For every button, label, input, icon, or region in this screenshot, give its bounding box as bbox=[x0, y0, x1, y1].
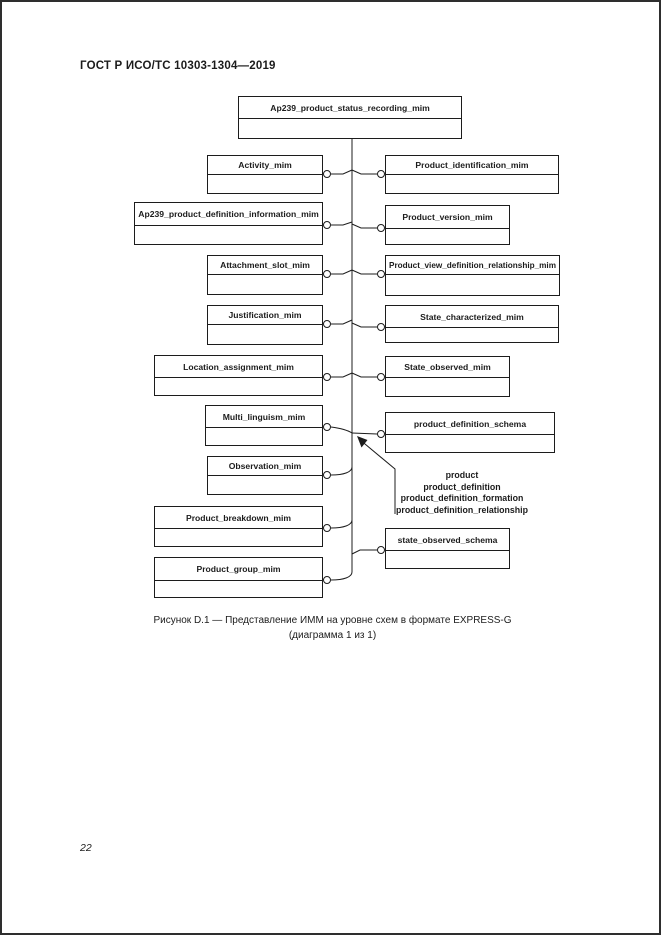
box-body bbox=[155, 378, 322, 395]
box-body bbox=[386, 435, 554, 452]
box-attachment-slot-mim: Attachment_slot_mim bbox=[207, 255, 323, 295]
box-title: Product_group_mim bbox=[155, 558, 322, 581]
box-product-definition-schema: product_definition_schema bbox=[385, 412, 555, 453]
box-title: Activity_mim bbox=[208, 156, 322, 175]
box-activity-mim: Activity_mim bbox=[207, 155, 323, 194]
box-body bbox=[155, 581, 322, 597]
page-number: 22 bbox=[80, 842, 92, 854]
box-body bbox=[386, 275, 559, 295]
annotation-line: product_definition_relationship bbox=[396, 504, 528, 515]
box-body bbox=[386, 378, 509, 396]
box-product-group-mim: Product_group_mim bbox=[154, 557, 323, 598]
box-title: Location_assignment_mim bbox=[155, 356, 322, 378]
box-title: Product_view_definition_relationship_mim bbox=[386, 256, 559, 275]
box-body bbox=[386, 551, 509, 568]
box-multi-linguism-mim: Multi_linguism_mim bbox=[205, 405, 323, 446]
box-title: Ap239_product_definition_information_mim bbox=[135, 203, 322, 226]
box-title: Product_identification_mim bbox=[386, 156, 558, 175]
box-title: state_observed_schema bbox=[386, 529, 509, 551]
box-product-version-mim: Product_version_mim bbox=[385, 205, 510, 245]
box-title: State_observed_mim bbox=[386, 357, 509, 378]
box-body bbox=[239, 119, 461, 138]
box-body bbox=[386, 175, 558, 193]
box-title: Observation_mim bbox=[208, 457, 322, 476]
box-title: Product_breakdown_mim bbox=[155, 507, 322, 529]
box-title: Attachment_slot_mim bbox=[208, 256, 322, 275]
document-header: ГОСТ Р ИСО/ТС 10303-1304—2019 bbox=[80, 60, 276, 72]
box-title: Product_version_mim bbox=[386, 206, 509, 229]
box-body bbox=[206, 428, 322, 445]
schema-annotation-list: product product_definition product_defin… bbox=[387, 470, 537, 516]
annotation-line: product_definition_formation bbox=[400, 493, 524, 503]
annotation-line: product bbox=[445, 470, 479, 480]
box-location-assignment-mim: Location_assignment_mim bbox=[154, 355, 323, 396]
box-body bbox=[155, 529, 322, 546]
box-state-characterized-mim: State_characterized_mim bbox=[385, 305, 559, 343]
box-ap239-product-definition-information-mim: Ap239_product_definition_information_mim bbox=[134, 202, 323, 245]
box-product-identification-mim: Product_identification_mim bbox=[385, 155, 559, 194]
box-title: State_characterized_mim bbox=[386, 306, 558, 328]
box-body bbox=[208, 476, 322, 494]
box-body bbox=[208, 175, 322, 193]
box-title: Justification_mim bbox=[208, 306, 322, 325]
box-body bbox=[208, 325, 322, 344]
box-title: product_definition_schema bbox=[386, 413, 554, 435]
box-ap239-product-status-recording-mim: Ap239_product_status_recording_mim bbox=[238, 96, 462, 139]
box-product-view-definition-relationship-mim: Product_view_definition_relationship_mim bbox=[385, 255, 560, 296]
box-state-observed-mim: State_observed_mim bbox=[385, 356, 510, 397]
figure-caption-line1: Рисунок D.1 — Представление ИММ на уровн… bbox=[153, 615, 512, 626]
leader-arrowhead-icon bbox=[357, 436, 368, 448]
box-title: Ap239_product_status_recording_mim bbox=[239, 97, 461, 119]
box-justification-mim: Justification_mim bbox=[207, 305, 323, 345]
box-body bbox=[135, 226, 322, 244]
figure-caption-line2: (диаграмма 1 из 1) bbox=[288, 629, 377, 641]
box-state-observed-schema: state_observed_schema bbox=[385, 528, 510, 569]
annotation-line: product_definition bbox=[423, 481, 501, 492]
figure-caption: Рисунок D.1 — Представление ИММ на уровн… bbox=[2, 614, 659, 643]
box-body bbox=[386, 229, 509, 244]
box-body bbox=[386, 328, 558, 342]
box-observation-mim: Observation_mim bbox=[207, 456, 323, 495]
box-body bbox=[208, 275, 322, 294]
box-title: Multi_linguism_mim bbox=[206, 406, 322, 428]
box-product-breakdown-mim: Product_breakdown_mim bbox=[154, 506, 323, 547]
